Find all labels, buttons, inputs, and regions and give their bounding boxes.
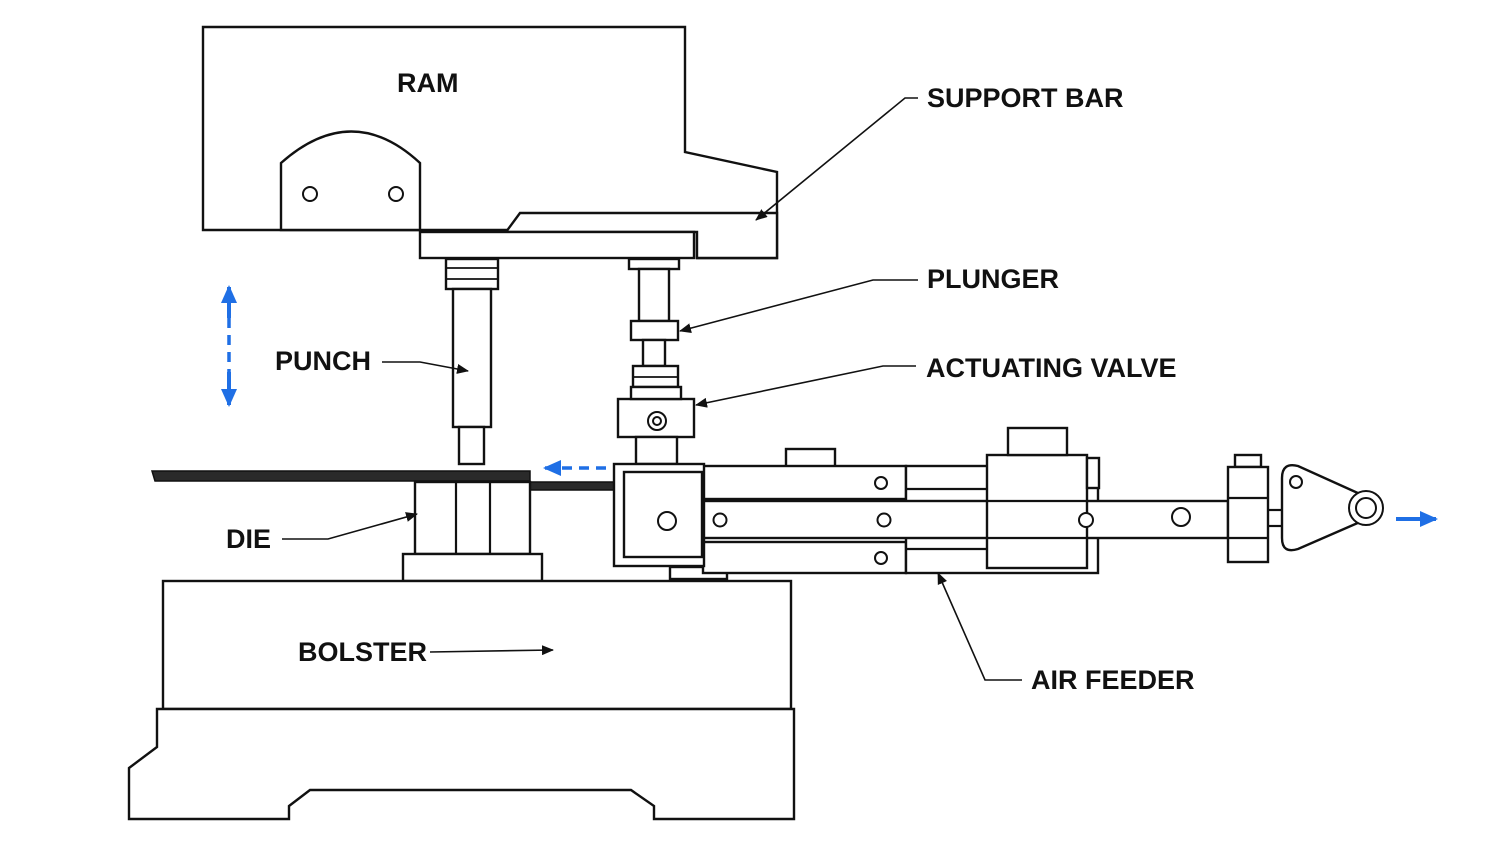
rail-hole-2 bbox=[874, 551, 888, 565]
die bbox=[401, 480, 544, 583]
actuating-valve bbox=[616, 364, 696, 466]
stock-strip-fed bbox=[529, 481, 616, 491]
label-plunger: PLUNGER bbox=[927, 264, 1059, 294]
feeder-top-rail bbox=[701, 464, 908, 501]
punch-leader bbox=[382, 361, 469, 374]
leader-lines bbox=[282, 97, 1022, 681]
plunger-lower-rod bbox=[641, 338, 667, 368]
rod-coupling bbox=[1226, 465, 1270, 564]
clevis-roller-inner bbox=[1355, 497, 1377, 519]
support-bar-plate bbox=[503, 211, 779, 260]
bolster bbox=[127, 579, 796, 821]
air-feeder bbox=[612, 426, 1384, 581]
clevis-hole bbox=[1289, 475, 1303, 489]
plunger-cap bbox=[627, 257, 681, 271]
ram-boss-hole-left bbox=[302, 186, 318, 202]
labels: RAM SUPPORT BAR PLUNGER ACTUATING VALVE … bbox=[226, 68, 1195, 695]
rod-hole-4 bbox=[1171, 507, 1191, 527]
feeder-carriage-top bbox=[1006, 426, 1069, 457]
stock-strip-bar bbox=[150, 470, 531, 482]
rail-hole-1 bbox=[874, 476, 888, 490]
punch-holder bbox=[444, 257, 500, 291]
plunger-leader bbox=[679, 279, 918, 334]
ram-boss-hole-right bbox=[388, 186, 404, 202]
support-bar bbox=[418, 211, 779, 260]
die-base bbox=[401, 552, 544, 583]
clamp-bolt bbox=[657, 511, 677, 531]
die-block bbox=[413, 480, 532, 556]
motion-arrows bbox=[221, 285, 1438, 527]
plunger-collar bbox=[629, 319, 680, 342]
label-punch: PUNCH bbox=[275, 346, 371, 376]
label-bolster: BOLSTER bbox=[298, 637, 427, 667]
feeder-top-block bbox=[784, 447, 837, 469]
feeder-carriage bbox=[985, 453, 1089, 570]
bolster-plate bbox=[161, 579, 793, 711]
rod-hole-3 bbox=[1078, 512, 1094, 528]
label-die: DIE bbox=[226, 524, 271, 554]
press-bed bbox=[127, 707, 796, 821]
stock-strip bbox=[150, 470, 616, 491]
label-actuating-valve: ACTUATING VALVE bbox=[926, 353, 1177, 383]
label-air-feeder: AIR FEEDER bbox=[1031, 665, 1195, 695]
support-bar-lower-plate bbox=[418, 230, 696, 260]
rod-hole-1 bbox=[712, 512, 728, 528]
rod-coupling-cap bbox=[1233, 453, 1263, 469]
punch bbox=[444, 257, 500, 466]
punch-shank bbox=[451, 287, 493, 429]
label-ram: RAM bbox=[397, 68, 459, 98]
punch-tip bbox=[457, 425, 486, 466]
actuating-valve-leader bbox=[695, 365, 916, 408]
valve-stem bbox=[634, 435, 679, 466]
rod-hole-2 bbox=[876, 512, 892, 528]
bolster-leader bbox=[429, 645, 554, 656]
plunger bbox=[627, 257, 681, 368]
die-leader bbox=[282, 512, 418, 540]
air-feeder-leader bbox=[937, 572, 1022, 681]
valve-neck bbox=[629, 385, 683, 401]
label-support-bar: SUPPORT BAR bbox=[927, 83, 1124, 113]
support-bar-leader bbox=[755, 97, 918, 221]
feeder-carriage-tab bbox=[1085, 456, 1101, 490]
feeder-slide-rod bbox=[701, 499, 1230, 540]
ram-boss bbox=[279, 130, 422, 232]
plunger-rod bbox=[637, 267, 671, 323]
ram bbox=[201, 25, 779, 260]
